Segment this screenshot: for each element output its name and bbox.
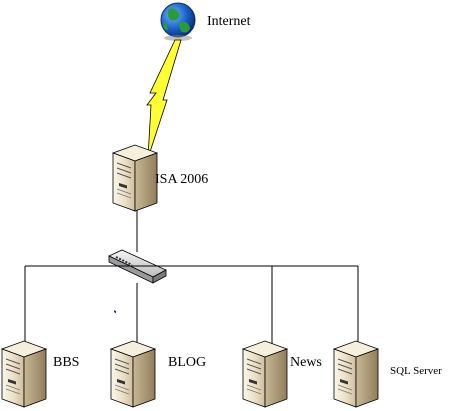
- news-server-icon: [242, 340, 288, 408]
- wan-link-lightning: [146, 39, 182, 159]
- blog-server-icon: [110, 340, 156, 408]
- firewall-server-icon: [112, 144, 158, 212]
- sql-server-icon: [333, 340, 379, 408]
- server-label-blog: BLOG: [168, 355, 207, 370]
- bbs-server-icon: [1, 340, 47, 408]
- server-label-sql: SQL Server: [390, 365, 442, 377]
- firewall-label: ISA 2006: [155, 172, 209, 187]
- server-label-bbs: BBS: [53, 355, 80, 370]
- switch-icon: [108, 249, 167, 314]
- globe-icon: [160, 2, 196, 41]
- internet-label: Internet: [207, 14, 251, 29]
- server-label-news: News: [290, 355, 322, 370]
